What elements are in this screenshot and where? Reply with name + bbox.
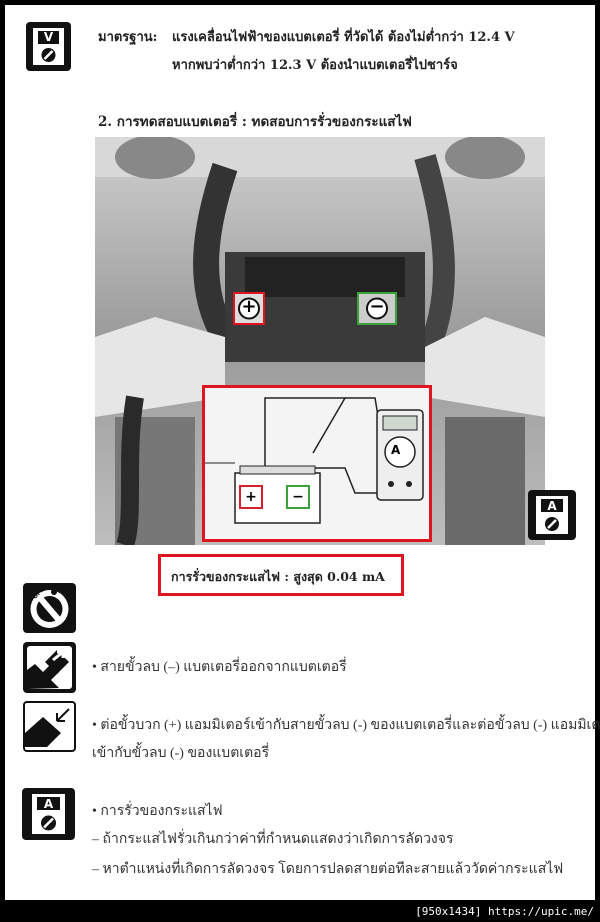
ammeter-icon: A: [22, 788, 75, 840]
step-connect-text: • ต่อขั้วบวก (+) แอมมิเตอร์เข้ากับสายขั้…: [92, 718, 600, 733]
diagram-positive-marker: +: [239, 485, 263, 509]
watermark-text: [950x1434] https://upic.me/: [415, 905, 594, 918]
voltmeter-letter: V: [43, 30, 54, 44]
leakage-spec-text: การรั่วของกระแสไฟ : สูงสุด 0.04 mA: [171, 569, 385, 584]
step-connect-text-2: เข้ากับขั้วลบ (-) ของแบตเตอรี่: [92, 746, 270, 761]
positive-terminal-marker: +: [233, 292, 265, 325]
step-leakage-note-1: – ถ้ากระแสไฟรั่วเกินกว่าค่าที่กำหนดแสดงว…: [92, 832, 454, 847]
ammeter-icon: A: [528, 490, 576, 540]
battery-photo: [95, 135, 545, 549]
disconnect-terminal-icon: [23, 642, 76, 693]
negative-terminal-marker: −: [357, 292, 397, 325]
ammeter-dial-letter: A: [391, 443, 401, 457]
step-disconnect-text: • สายขั้วลบ (–) แบตเตอรี่ออกจากแบตเตอรี่: [92, 660, 347, 675]
ammeter-wiring-diagram: A + −: [202, 385, 432, 542]
standard-line-1: แรงเคลื่อนไฟฟ้าของแบตเตอรี่ ที่วัดได้ ต้…: [172, 30, 515, 45]
section-title: 2. การทดสอบแบตเตอรี่ : ทดสอบการรั่วของกร…: [98, 114, 412, 130]
voltmeter-icon: V: [26, 22, 71, 71]
diagram-negative-marker: −: [286, 485, 310, 509]
standard-label: มาตรฐาน:: [98, 30, 158, 45]
standard-line-2: หากพบว่าต่ำกว่า 12.3 V ต้องนำแบตเตอรี่ไป…: [172, 58, 458, 73]
step-leakage-note-2: – หาตำแหน่งที่เกิดการลัดวงจร โดยการปลดสา…: [92, 862, 564, 877]
connect-terminal-icon: [23, 701, 76, 752]
step-leakage-title: • การรั่วของกระแสไฟ: [92, 804, 223, 819]
watermark-bar: [950x1434] https://upic.me/: [0, 902, 600, 922]
ignition-off-icon: OFF: [23, 583, 76, 633]
leakage-spec-box: การรั่วของกระแสไฟ : สูงสุด 0.04 mA: [158, 554, 404, 596]
